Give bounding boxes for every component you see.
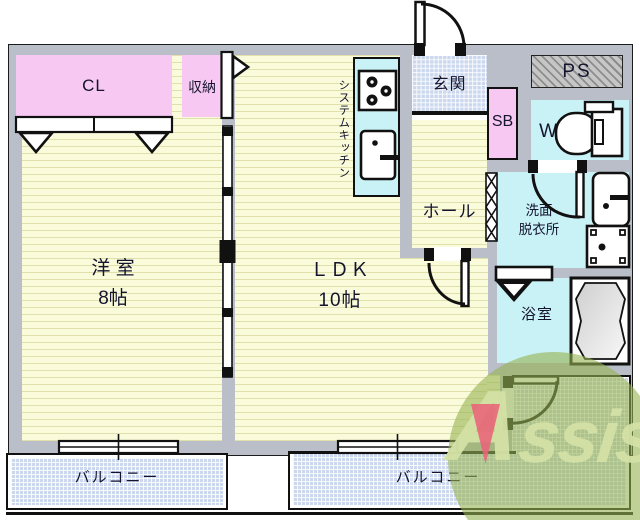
room-storage bbox=[182, 55, 222, 117]
hall-door-opening bbox=[434, 247, 461, 261]
label-wc: WC bbox=[539, 121, 571, 142]
room-hall bbox=[412, 118, 487, 248]
label-hall: ホール bbox=[422, 202, 477, 221]
label-bathroom: 浴室 bbox=[520, 306, 553, 323]
label-kitchen: システムキッチン bbox=[337, 79, 350, 179]
site-boundary-line bbox=[6, 512, 633, 515]
label-washroom: 洗面脱衣所 bbox=[518, 203, 560, 237]
entrance-step bbox=[412, 115, 487, 120]
room-entrance bbox=[412, 55, 487, 112]
entrance-step-line bbox=[412, 111, 487, 115]
label-balcony-left: バルコニー bbox=[74, 469, 160, 486]
assist-logo-letters: ssist bbox=[515, 394, 640, 478]
label-closet: CL bbox=[82, 76, 106, 95]
label-storage: 収納 bbox=[188, 79, 216, 95]
washroom-door-opening bbox=[538, 160, 577, 173]
entrance-door-opening bbox=[424, 43, 456, 56]
balcony-left bbox=[6, 453, 228, 510]
pipe-space bbox=[531, 55, 623, 88]
kitchen-counter bbox=[353, 57, 400, 197]
label-shoe-box: SB bbox=[491, 113, 514, 130]
label-entrance: 玄関 bbox=[432, 76, 467, 93]
shoe-box bbox=[487, 87, 518, 160]
label-pipe-space: PS bbox=[562, 61, 592, 82]
room-closet bbox=[16, 55, 172, 117]
assist-logo: Assist bbox=[442, 368, 640, 482]
